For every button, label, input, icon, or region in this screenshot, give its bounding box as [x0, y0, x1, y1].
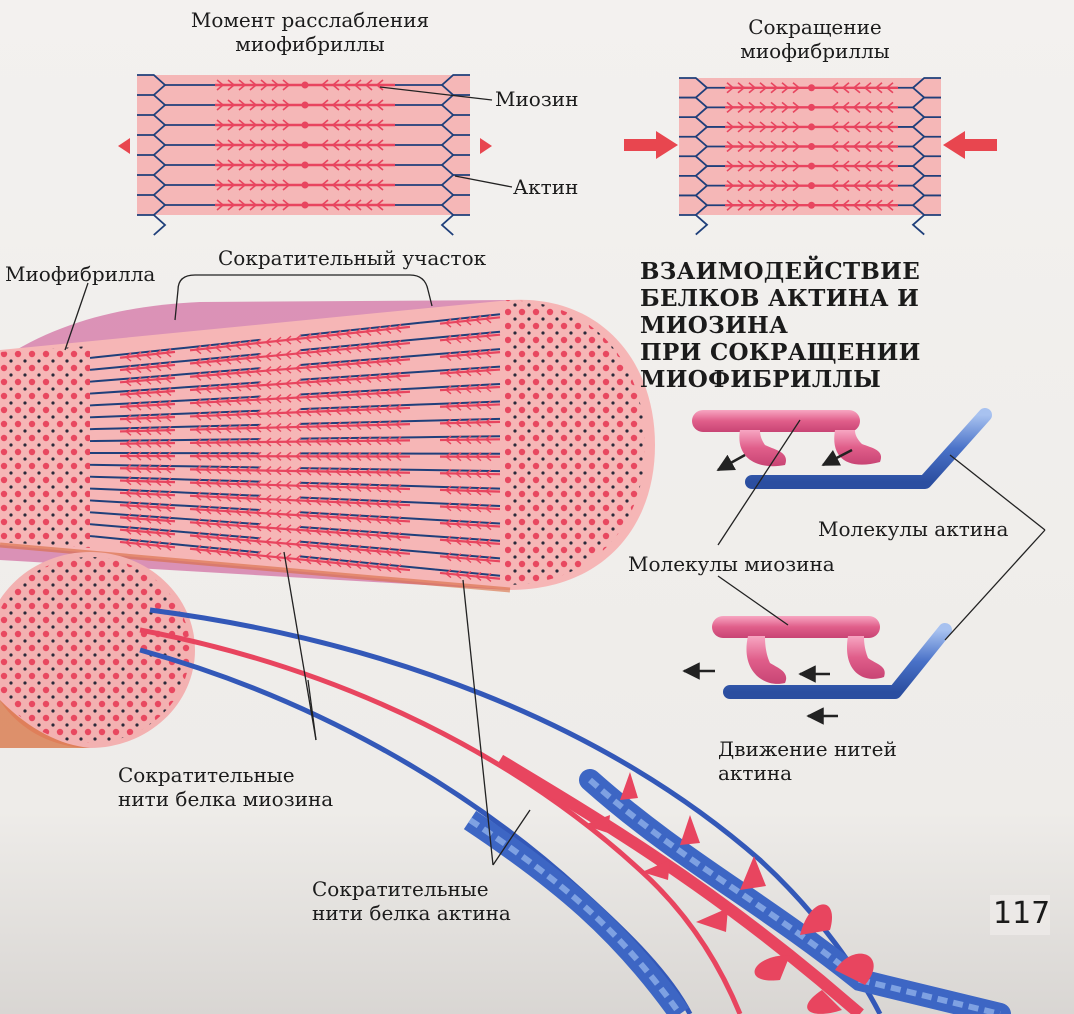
myosin-molecules-label: Молекулы миозина [628, 552, 835, 576]
myosin-m-line [808, 123, 815, 130]
z-line [90, 357, 95, 358]
myosin-m-line [302, 122, 309, 129]
z-line [420, 552, 435, 553]
myofibril-left-cross-section [0, 346, 90, 548]
actin-movement-line1: Движение нитей [718, 737, 897, 761]
myofibril-label: Миофибрилла [5, 262, 155, 286]
z-line [175, 387, 185, 388]
myosin-m-line [808, 143, 815, 150]
z-line [175, 505, 185, 506]
myosin-m-line [808, 163, 815, 170]
z-line [175, 531, 185, 532]
actin-molecules-label: Молекулы актина [818, 517, 1008, 541]
z-line [420, 535, 435, 536]
myosin-m-line [808, 202, 815, 209]
actin-movement-line2: актина [718, 761, 897, 785]
actin-filaments-line1: Сократительные [312, 877, 511, 901]
myosin-m-line [808, 84, 815, 91]
myosin-filaments-line1: Сократительные [118, 763, 333, 787]
myosin-filament [440, 422, 500, 424]
actin-filaments-line2: нити белка актина [312, 901, 511, 925]
relaxed-title: Момент расслабления миофибриллы [150, 8, 470, 56]
myosin-m-line [302, 142, 309, 149]
myosin-rod-top [692, 410, 860, 432]
z-line [175, 348, 185, 349]
z-line [420, 503, 435, 504]
myosin-filaments-label: Сократительные нити белка миозина [118, 763, 333, 811]
actin-filaments-label: Сократительные нити белка актина [312, 877, 511, 925]
contracted-title-line1: Сокращение [700, 15, 930, 39]
heading-line3: ПРИ СОКРАЩЕНИИ [640, 339, 1070, 366]
z-line [420, 354, 435, 355]
z-line [420, 338, 435, 339]
myosin-m-line [302, 162, 309, 169]
myosin-label: Миозин [495, 87, 578, 111]
relaxed-title-line2: миофибриллы [150, 32, 470, 56]
myofibril-3d [0, 300, 655, 590]
myosin-m-line [302, 82, 309, 89]
section-heading: ВЗАИМОДЕЙСТВИЕ БЕЛКОВ АКТИНА И МИОЗИНА П… [640, 258, 1070, 393]
z-line [175, 518, 185, 519]
relaxed-myofibril-diagram [118, 75, 512, 235]
heading-line4: МИОФИБРИЛЛЫ [640, 366, 1070, 393]
heading-line2: БЕЛКОВ АКТИНА И МИОЗИНА [640, 285, 1070, 339]
myosin-filament [440, 439, 500, 440]
actin-movement-label: Движение нитей актина [718, 737, 897, 785]
actin-label: Актин [513, 175, 578, 199]
sarcomere-label: Сократительный участок [218, 246, 486, 270]
contracted-title-line2: миофибриллы [700, 39, 930, 63]
z-line [420, 519, 435, 520]
z-line [420, 404, 435, 405]
myosin-m-line [302, 202, 309, 209]
z-line [175, 400, 185, 401]
myosin-m-line [302, 102, 309, 109]
myosin-m-line [302, 182, 309, 189]
heading-line1: ВЗАИМОДЕЙСТВИЕ [640, 258, 1070, 285]
z-line [175, 544, 185, 545]
myosin-m-line [808, 104, 815, 111]
z-line [420, 371, 435, 372]
myosin-rod-bottom [712, 616, 880, 638]
contracted-title: Сокращение миофибриллы [700, 15, 930, 63]
z-line [175, 361, 185, 362]
myosin-filament [440, 473, 500, 474]
z-line [420, 387, 435, 388]
relaxed-title-line1: Момент расслабления [150, 8, 470, 32]
actin-filament [95, 440, 175, 441]
z-line [175, 374, 185, 375]
page-number: 117 [993, 897, 1050, 931]
myosin-m-line [808, 182, 815, 189]
actin-filament [95, 465, 175, 466]
myosin-filaments-line2: нити белка миозина [118, 787, 333, 811]
